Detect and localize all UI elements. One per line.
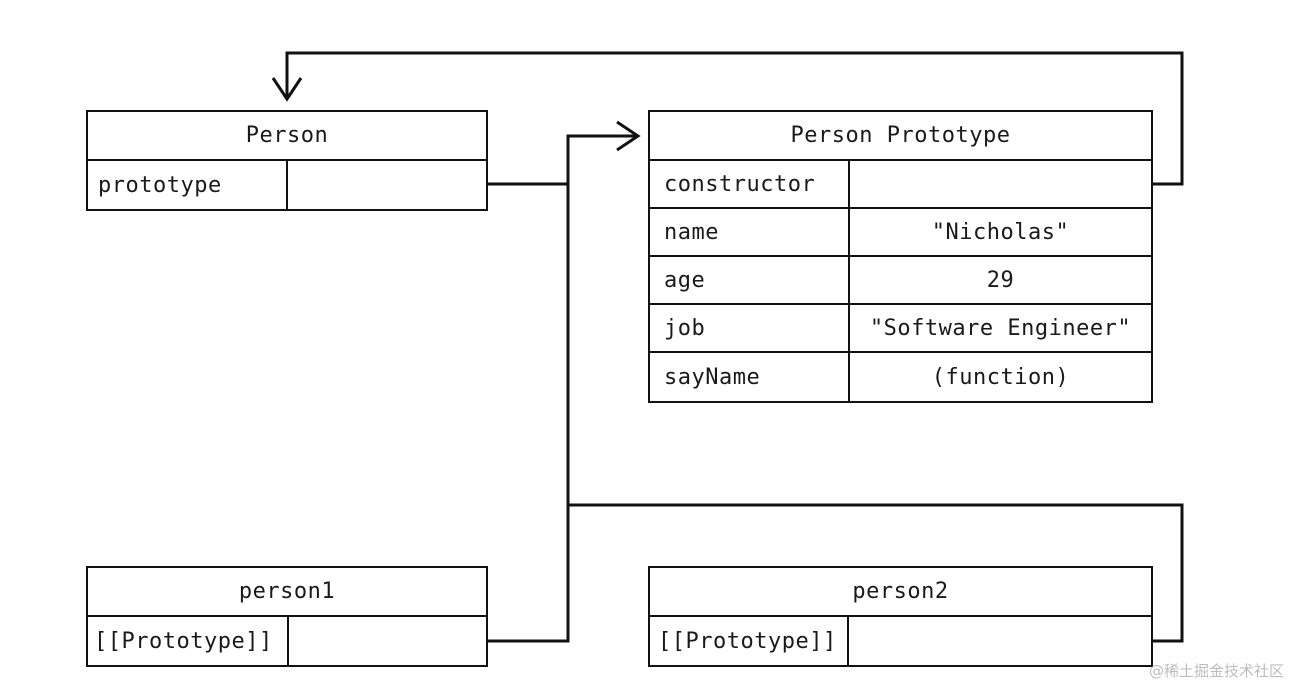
row-value-pointer <box>289 617 486 665</box>
row-value: "Nicholas" <box>931 219 1070 245</box>
proto-row-name: name "Nicholas" <box>650 209 1151 257</box>
proto-row-sayname: sayName (function) <box>650 353 1151 401</box>
row-key: job <box>650 305 850 351</box>
row-value: 29 <box>986 267 1015 293</box>
proto-row-age: age 29 <box>650 257 1151 305</box>
row-key: age <box>650 257 850 303</box>
row-key: sayName <box>650 353 850 401</box>
row-key: [[Prototype]] <box>650 617 849 665</box>
proto-row-constructor: constructor <box>650 161 1151 209</box>
row-value-pointer <box>850 161 1151 207</box>
person2-row-prototype: [[Prototype]] <box>650 617 1151 665</box>
row-value-pointer <box>849 617 1151 665</box>
person-prototype-box: Person Prototype constructor name "Nicho… <box>648 110 1153 403</box>
row-value: (function) <box>931 364 1070 390</box>
arrowhead-down-icon <box>271 77 303 102</box>
row-value-pointer <box>288 161 486 209</box>
person1-box: person1 [[Prototype]] <box>86 566 488 667</box>
person-box-title: Person <box>88 112 486 161</box>
person-box: Person prototype <box>86 110 488 211</box>
person-prototype-box-title: Person Prototype <box>650 112 1151 161</box>
proto-row-job: job "Software Engineer" <box>650 305 1151 353</box>
row-key: prototype <box>88 161 288 209</box>
person2-box: person2 [[Prototype]] <box>648 566 1153 667</box>
person2-box-title: person2 <box>650 568 1151 617</box>
row-key: [[Prototype]] <box>88 617 289 665</box>
person-row-prototype: prototype <box>88 161 486 209</box>
row-key: name <box>650 209 850 255</box>
person1-box-title: person1 <box>88 568 486 617</box>
arrowhead-right-icon <box>616 120 641 152</box>
row-key: constructor <box>650 161 850 207</box>
person1-row-prototype: [[Prototype]] <box>88 617 486 665</box>
watermark-text: @稀土掘金技术社区 <box>1148 662 1284 680</box>
row-value: "Software Engineer" <box>869 315 1132 341</box>
